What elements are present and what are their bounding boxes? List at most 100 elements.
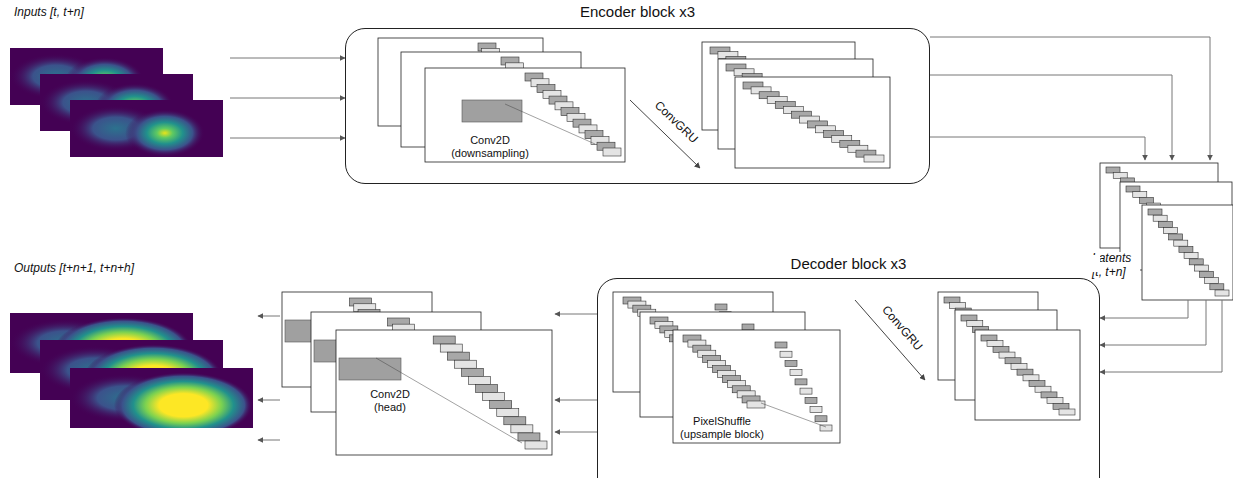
channel-slice <box>490 401 512 409</box>
channel-slice <box>1163 228 1177 234</box>
input-stack: Inputs [t, t+n] <box>8 4 230 160</box>
channel-slice <box>1215 290 1229 296</box>
channel-slice <box>518 433 540 441</box>
channel-slice <box>1053 403 1069 409</box>
channel-slice <box>810 407 822 413</box>
block-outline <box>345 28 930 184</box>
channel-slice <box>715 304 727 310</box>
latent-stack: Latents [t, t+n] <box>1090 160 1233 300</box>
channel-slice <box>433 336 455 344</box>
feature-map-frame <box>1142 205 1233 300</box>
heatmap-blob <box>70 372 253 428</box>
heatmap-blob <box>70 106 205 157</box>
arrow-label: ConvGRU <box>650 97 702 148</box>
head-layer: Conv2D (head) <box>280 290 555 458</box>
flow-connector <box>555 400 597 401</box>
channel-slice <box>1169 234 1183 240</box>
flow-connector <box>555 314 597 315</box>
node-label: Conv2D (head) <box>360 388 420 413</box>
flow-connector <box>230 138 345 139</box>
channel-slice <box>987 341 1003 347</box>
channel-slice <box>1179 246 1193 252</box>
channel-slice <box>790 370 802 376</box>
channel-slice <box>454 360 476 368</box>
channel-slice <box>1184 253 1198 259</box>
output-stack: Outputs [t+n+1, t+n+h] <box>8 258 258 436</box>
heatmap <box>70 100 223 157</box>
kernel-block <box>339 358 401 380</box>
channel-slice <box>1023 375 1039 381</box>
channel-slice <box>504 417 526 425</box>
channel-slice <box>476 384 498 392</box>
node-label: Outputs [t+n+1, t+n+h] <box>14 262 134 276</box>
channel-slice <box>1041 392 1057 398</box>
channel-slice <box>1158 221 1172 227</box>
channel-slice <box>1200 271 1214 277</box>
node-label: PixelShuffle (upsample block) <box>675 415 769 440</box>
heatmap-blob <box>125 109 205 157</box>
channel-slice <box>1205 278 1219 284</box>
channel-slice <box>1017 369 1033 375</box>
flow-connector <box>930 75 1172 160</box>
feature-map-frame <box>975 330 1080 420</box>
channel-slice <box>864 155 884 162</box>
channel-slice <box>525 441 547 449</box>
channel-slice <box>1148 209 1162 215</box>
block-title: Decoder block x3 <box>597 255 1100 272</box>
flow-connector <box>1100 300 1222 372</box>
channel-slice <box>1011 363 1027 369</box>
channel-slice <box>999 352 1015 358</box>
channel-slice <box>1113 172 1127 178</box>
channel-slice <box>950 303 966 309</box>
channel-slice <box>1035 386 1051 392</box>
conv-layer: Conv2D (downsampling) <box>425 68 625 162</box>
channel-slice <box>1006 358 1022 364</box>
heatmap-blob <box>114 372 253 428</box>
flow-connector <box>230 98 345 99</box>
channel-slice <box>1174 240 1188 246</box>
feature-map-frame <box>336 330 552 455</box>
channel-slice <box>805 397 817 403</box>
encoder-block: Encoder block x3 Conv2D (downsampling) <box>345 0 930 184</box>
flow-connector <box>230 58 345 59</box>
flow-connector <box>930 37 1210 160</box>
channel-slice <box>967 321 983 327</box>
channel-slice <box>1047 398 1063 404</box>
channel-slice <box>944 297 960 303</box>
flow-connector <box>1100 300 1206 345</box>
node-label: Inputs [t, t+n] <box>14 6 84 20</box>
node-label: Conv2D (downsampling) <box>445 134 535 159</box>
channel-slice <box>800 388 812 394</box>
channel-slice <box>1005 358 1021 364</box>
channel-slice <box>1140 197 1154 203</box>
flow-connector <box>555 432 597 433</box>
flow-connector <box>258 400 280 401</box>
channel-slice <box>1194 265 1208 271</box>
channel-slice <box>820 425 832 431</box>
flow-connector <box>930 137 1145 160</box>
block-title: Encoder block x3 <box>345 3 930 20</box>
kernel-block <box>462 100 522 122</box>
channel-slice <box>981 335 997 341</box>
flow-connector <box>258 440 280 441</box>
channel-slice <box>747 401 765 408</box>
channel-slice <box>440 344 462 352</box>
channel-slice <box>1189 259 1203 265</box>
channel-slice <box>461 368 483 376</box>
channel-slice <box>961 315 977 321</box>
flow-connector <box>258 316 280 317</box>
channel-slice <box>1106 167 1120 173</box>
flow-connector <box>1100 300 1188 318</box>
channel-slice <box>603 148 621 156</box>
feature-map-frame <box>425 68 625 162</box>
arrow-label: ConvGRU <box>877 301 926 354</box>
channel-slice <box>993 346 1009 352</box>
channel-slice <box>1210 284 1224 290</box>
channel-slice <box>775 342 787 348</box>
channel-slice <box>497 409 519 417</box>
kernel-line <box>761 403 826 427</box>
channel-slice <box>815 416 827 422</box>
upsample-layer: PixelShuffle (upsample block) <box>673 330 840 443</box>
